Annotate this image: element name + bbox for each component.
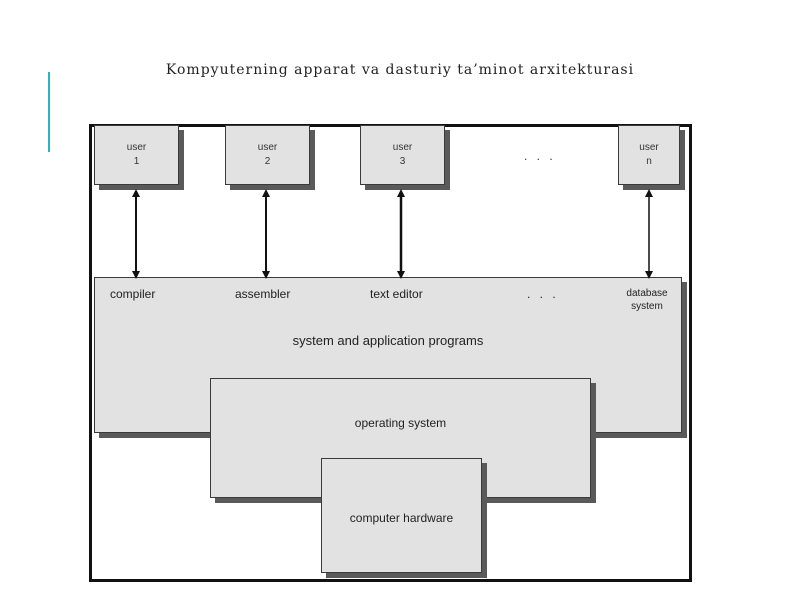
slide-title: Kompyuterning apparat va dasturiy ta’min… [165, 62, 635, 78]
operating-system-label: operating system [354, 416, 447, 430]
user-number: 1 [133, 156, 140, 167]
computer-hardware-layer: computer hardware [321, 458, 482, 573]
users-ellipsis: . . . [524, 149, 556, 163]
diagram-frame: compiler assembler text editor . . . dat… [89, 124, 692, 582]
user-number: 2 [264, 156, 271, 167]
database-label-line1: database [626, 288, 668, 299]
database-system-label: database system [617, 287, 677, 313]
accent-bar [48, 72, 50, 152]
user-number: n [646, 156, 652, 167]
computer-hardware-label: computer hardware [349, 511, 454, 525]
user-number: 3 [399, 156, 406, 167]
user-box-3: user 3 [360, 125, 445, 185]
user-box-n: user n [618, 125, 680, 185]
system-programs-label: system and application programs [292, 333, 484, 348]
programs-ellipsis: . . . [527, 287, 559, 301]
user-box-1: user 1 [94, 125, 179, 185]
user-box-2: user 2 [225, 125, 310, 185]
database-label-line2: system [631, 301, 663, 312]
program-compiler: compiler [110, 287, 156, 301]
program-text-editor: text editor [370, 287, 423, 301]
program-assembler: assembler [235, 287, 291, 301]
user-label: user [392, 142, 413, 153]
user-label: user [126, 142, 147, 153]
user-label: user [257, 142, 278, 153]
user-label: user [639, 142, 659, 153]
arrows-layer [132, 189, 653, 279]
